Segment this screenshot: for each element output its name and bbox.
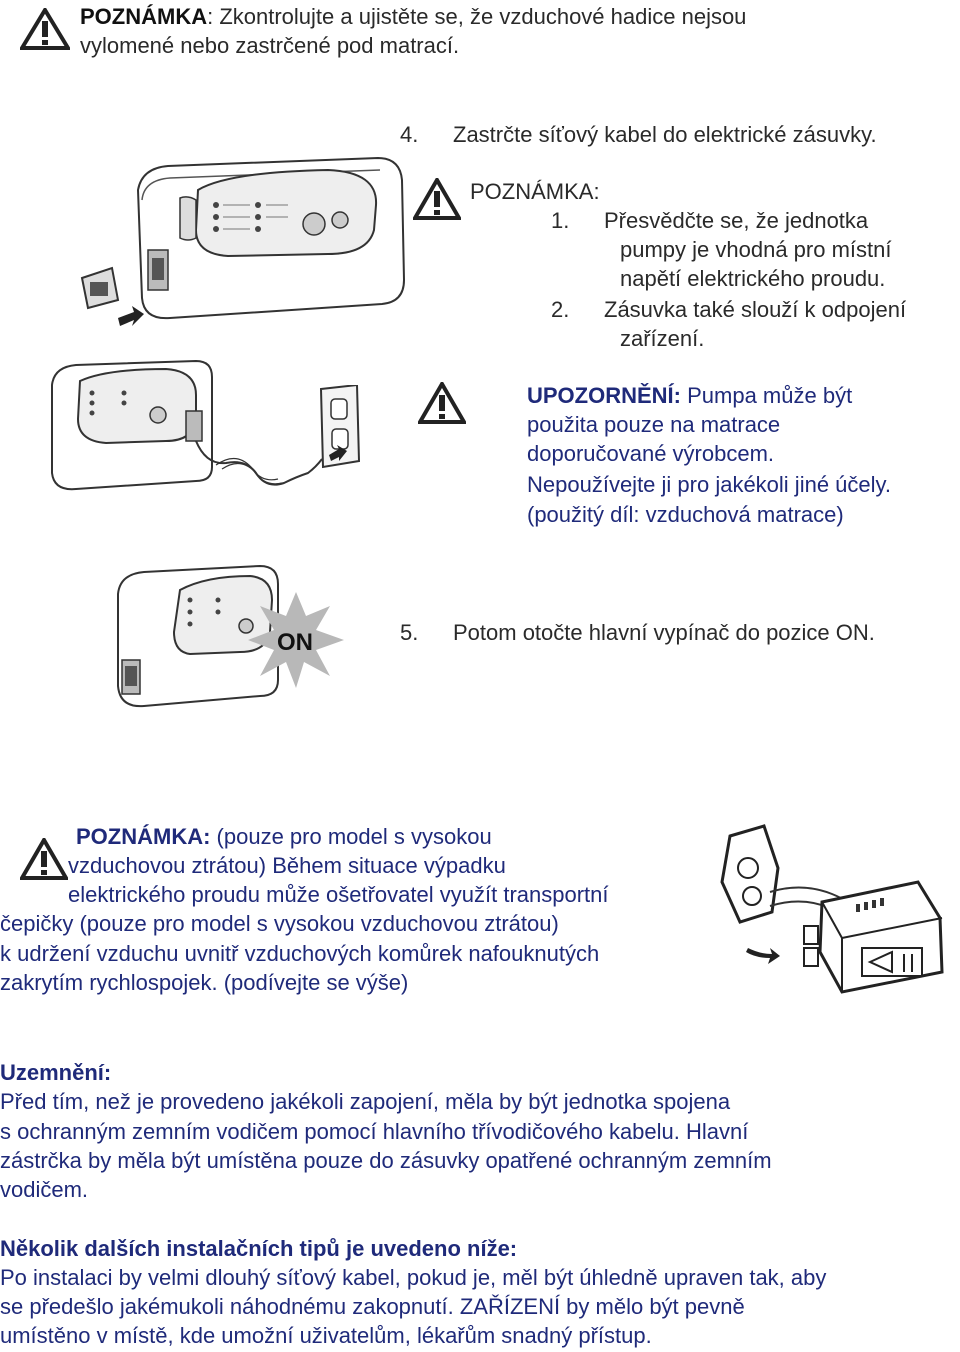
grounding-line3: zástrčka by měla být umístěna pouze do z… <box>0 1148 772 1173</box>
warning-line1: UPOZORNĚNÍ: Pumpa může být <box>527 383 853 408</box>
step5-text: Potom otočte hlavní vypínač do pozice ON… <box>453 620 875 645</box>
pump-unit-illustration: ON <box>110 560 350 725</box>
grounding-heading: Uzemnění: <box>0 1060 112 1085</box>
warning-triangle-icon <box>413 178 461 220</box>
note-power-item1-line2: pumpy je vhodná pro místní <box>620 237 892 262</box>
grounding-line4: vodičem. <box>0 1177 89 1202</box>
note-cap-line1: POZNÁMKA: (pouze pro model s vysokou <box>76 824 492 849</box>
note-cap-line4: čepičky (pouze pro model s vysokou vzduc… <box>0 911 559 936</box>
note-cap-line6: zakrytím rychlospojek. (podívejte se výš… <box>0 970 409 995</box>
tips-line1: Po instalaci by velmi dlouhý síťový kabe… <box>0 1265 827 1290</box>
warning-triangle-icon <box>20 838 68 880</box>
warning-label: UPOZORNĚNÍ: <box>527 383 681 408</box>
pump-unit-illustration <box>78 150 408 340</box>
note-power-item1-line1: Přesvědčte se, že jednotka <box>604 208 869 233</box>
note-power-item2-line1: Zásuvka také slouží k odpojení <box>604 297 907 322</box>
warning-line2: použita pouze na matrace <box>527 412 781 437</box>
note-top-line2: vylomené nebo zastrčené pod matrací. <box>80 33 460 58</box>
step4-text: Zastrčte síťový kabel do elektrické zásu… <box>453 122 877 147</box>
note-power-item1-num: 1. <box>551 208 570 233</box>
note-power-item2-num: 2. <box>551 297 570 322</box>
step4-number: 4. <box>400 122 419 147</box>
warning-line4: Nepoužívejte ji pro jakékoli jiné účely. <box>527 472 891 497</box>
tips-heading: Několik dalších instalačních tipů je uve… <box>0 1236 518 1261</box>
warning-line5: (použitý díl: vzduchová matrace) <box>527 502 844 527</box>
warning-line3: doporučované výrobcem. <box>527 441 775 466</box>
tips-line3: umístěno v místě, kde umožní uživatelům,… <box>0 1323 652 1348</box>
note-top-label: POZNÁMKA <box>80 4 208 29</box>
note-cap-line5: k udržení vzduchu uvnitř vzduchových kom… <box>0 941 600 966</box>
note-cap-label: POZNÁMKA: <box>76 824 211 849</box>
on-badge: ON <box>277 629 313 656</box>
warning-triangle-icon <box>20 8 70 50</box>
note-power-item2-line2: zařízení. <box>620 326 705 351</box>
power-plug-illustration <box>46 355 376 510</box>
note-cap-line3: elektrického proudu může ošetřovatel vyu… <box>68 882 609 907</box>
grounding-line2: s ochranným zemním vodičem pomocí hlavní… <box>0 1119 749 1144</box>
note-top-line1: POZNÁMKA: Zkontrolujte a ujistěte se, že… <box>80 4 747 29</box>
step5-number: 5. <box>400 620 419 645</box>
note-power-label: POZNÁMKA: <box>470 179 600 204</box>
grounding-line1: Před tím, než je provedeno jakékoli zapo… <box>0 1089 731 1114</box>
tips-line2: se předešlo jakémukoli náhodnému zakopnu… <box>0 1294 745 1319</box>
warning-triangle-icon <box>418 382 466 424</box>
note-power-item1-line3: napětí elektrického proudu. <box>620 266 886 291</box>
transport-cap-illustration <box>712 822 952 1007</box>
note-cap-line2: vzduchovou ztrátou) Během situace výpadk… <box>68 853 506 878</box>
wall-outlet-illustration <box>315 383 365 480</box>
